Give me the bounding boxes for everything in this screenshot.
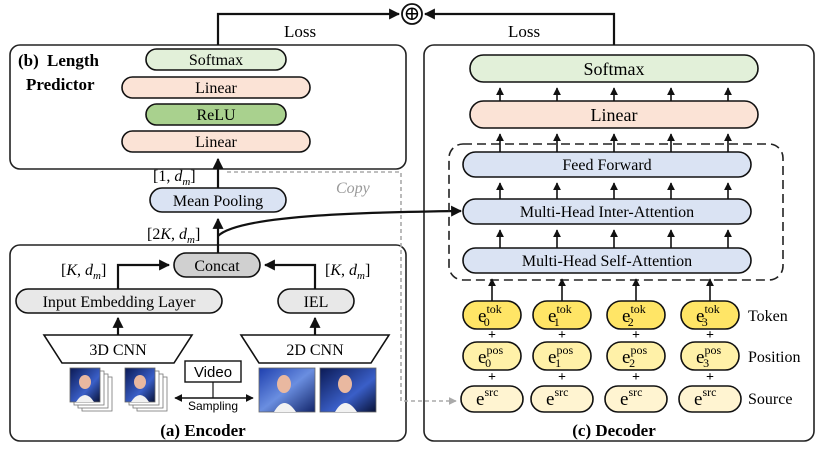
source-embedding-2: esrc (604, 385, 668, 413)
decoder-loss-label: Loss (508, 22, 540, 41)
length-predictor-title-line2: Predictor (26, 75, 95, 94)
video-frame-1 (258, 367, 316, 413)
copy-arrow (227, 171, 457, 405)
length-predictor-title: (b) Length (18, 51, 100, 70)
svg-text:+: + (706, 370, 714, 385)
combine-circle (401, 3, 423, 25)
copy-label: Copy (336, 180, 371, 197)
iel-label: IEL (304, 294, 329, 311)
right-to-concat-arrow (263, 259, 317, 289)
svg-text:+: + (558, 370, 566, 385)
embedding-up-arrows (488, 278, 714, 301)
input-embedding-label: Input Embedding Layer (43, 294, 197, 311)
svg-text:+: + (488, 370, 496, 385)
svg-text:esrc: esrc (546, 385, 568, 410)
row-label-token: Token (748, 308, 788, 325)
cnn3d-block (42, 334, 194, 364)
video-clip-stack-1 (69, 367, 113, 412)
lp-softmax-block (145, 48, 287, 71)
inter-attention-block (462, 198, 752, 225)
lp-linear-top-block (121, 76, 311, 99)
plus-signs-row1: + + + + (488, 328, 714, 343)
predictor-loss-arrow (216, 8, 401, 45)
concat-to-inter-attention-arrow (217, 205, 463, 237)
video-clip-stack-2 (124, 367, 168, 412)
svg-text:esrc: esrc (620, 385, 642, 410)
encoder-caption: (a) Encoder (160, 421, 246, 440)
sampling-label: Sampling (188, 399, 238, 413)
lp-linear-top-label: Linear (195, 80, 237, 97)
video-frame-2 (319, 367, 377, 413)
svg-text:+: + (632, 370, 640, 385)
svg-text:esrc: esrc (476, 385, 498, 410)
feed-forward-label: Feed Forward (562, 157, 651, 174)
dec-linear-label: Linear (591, 105, 638, 125)
combine-symbol: ⊕ (404, 3, 421, 25)
decoder-loss-arrow (423, 8, 616, 45)
iel-block (277, 288, 355, 314)
dec-softmax-label: Softmax (584, 59, 645, 79)
concat-label: Concat (194, 258, 240, 275)
inter-attention-label: Multi-Head Inter-Attention (520, 204, 694, 221)
lp-output-dim: [1, dm] (153, 168, 196, 188)
source-embedding-0: esrc (460, 385, 524, 413)
lp-linear-bottom-label: Linear (195, 134, 237, 151)
pool-input-dim: [2K, dm] (147, 226, 200, 246)
decoder-column-arrows (496, 87, 732, 248)
lp-linear-bottom-block (121, 130, 311, 153)
svg-text:esrc: esrc (694, 385, 716, 410)
mean-pooling-label: Mean Pooling (173, 193, 263, 210)
cnn2d-label: 2D CNN (286, 342, 344, 359)
plus-signs-row2: + + + + (488, 370, 714, 385)
svg-text:+: + (632, 328, 640, 343)
row-label-position: Position (748, 349, 800, 366)
decoder-caption: (c) Decoder (572, 421, 656, 440)
left-to-concat-arrow (116, 259, 171, 289)
lp-softmax-label: Softmax (189, 52, 243, 69)
lp-relu-block (145, 103, 287, 126)
svg-text:+: + (558, 328, 566, 343)
cnn2d-block (239, 334, 391, 364)
svg-text:+: + (706, 328, 714, 343)
row-label-source: Source (748, 391, 792, 408)
lp-relu-label: ReLU (196, 107, 236, 124)
svg-text:+: + (488, 328, 496, 343)
cnn3d-label: 3D CNN (89, 342, 147, 359)
video-label: Video (194, 364, 232, 381)
predictor-loss-label: Loss (284, 22, 316, 41)
decoder-layer-dashed-box (448, 143, 784, 281)
source-embedding-1: esrc (530, 385, 594, 413)
feed-forward-block (462, 151, 752, 178)
input-embedding-block (15, 288, 223, 314)
self-attention-label: Multi-Head Self-Attention (522, 253, 692, 270)
source-embedding-3: esrc (678, 385, 742, 413)
self-attention-block (462, 247, 752, 274)
dec-softmax-block (469, 54, 759, 83)
